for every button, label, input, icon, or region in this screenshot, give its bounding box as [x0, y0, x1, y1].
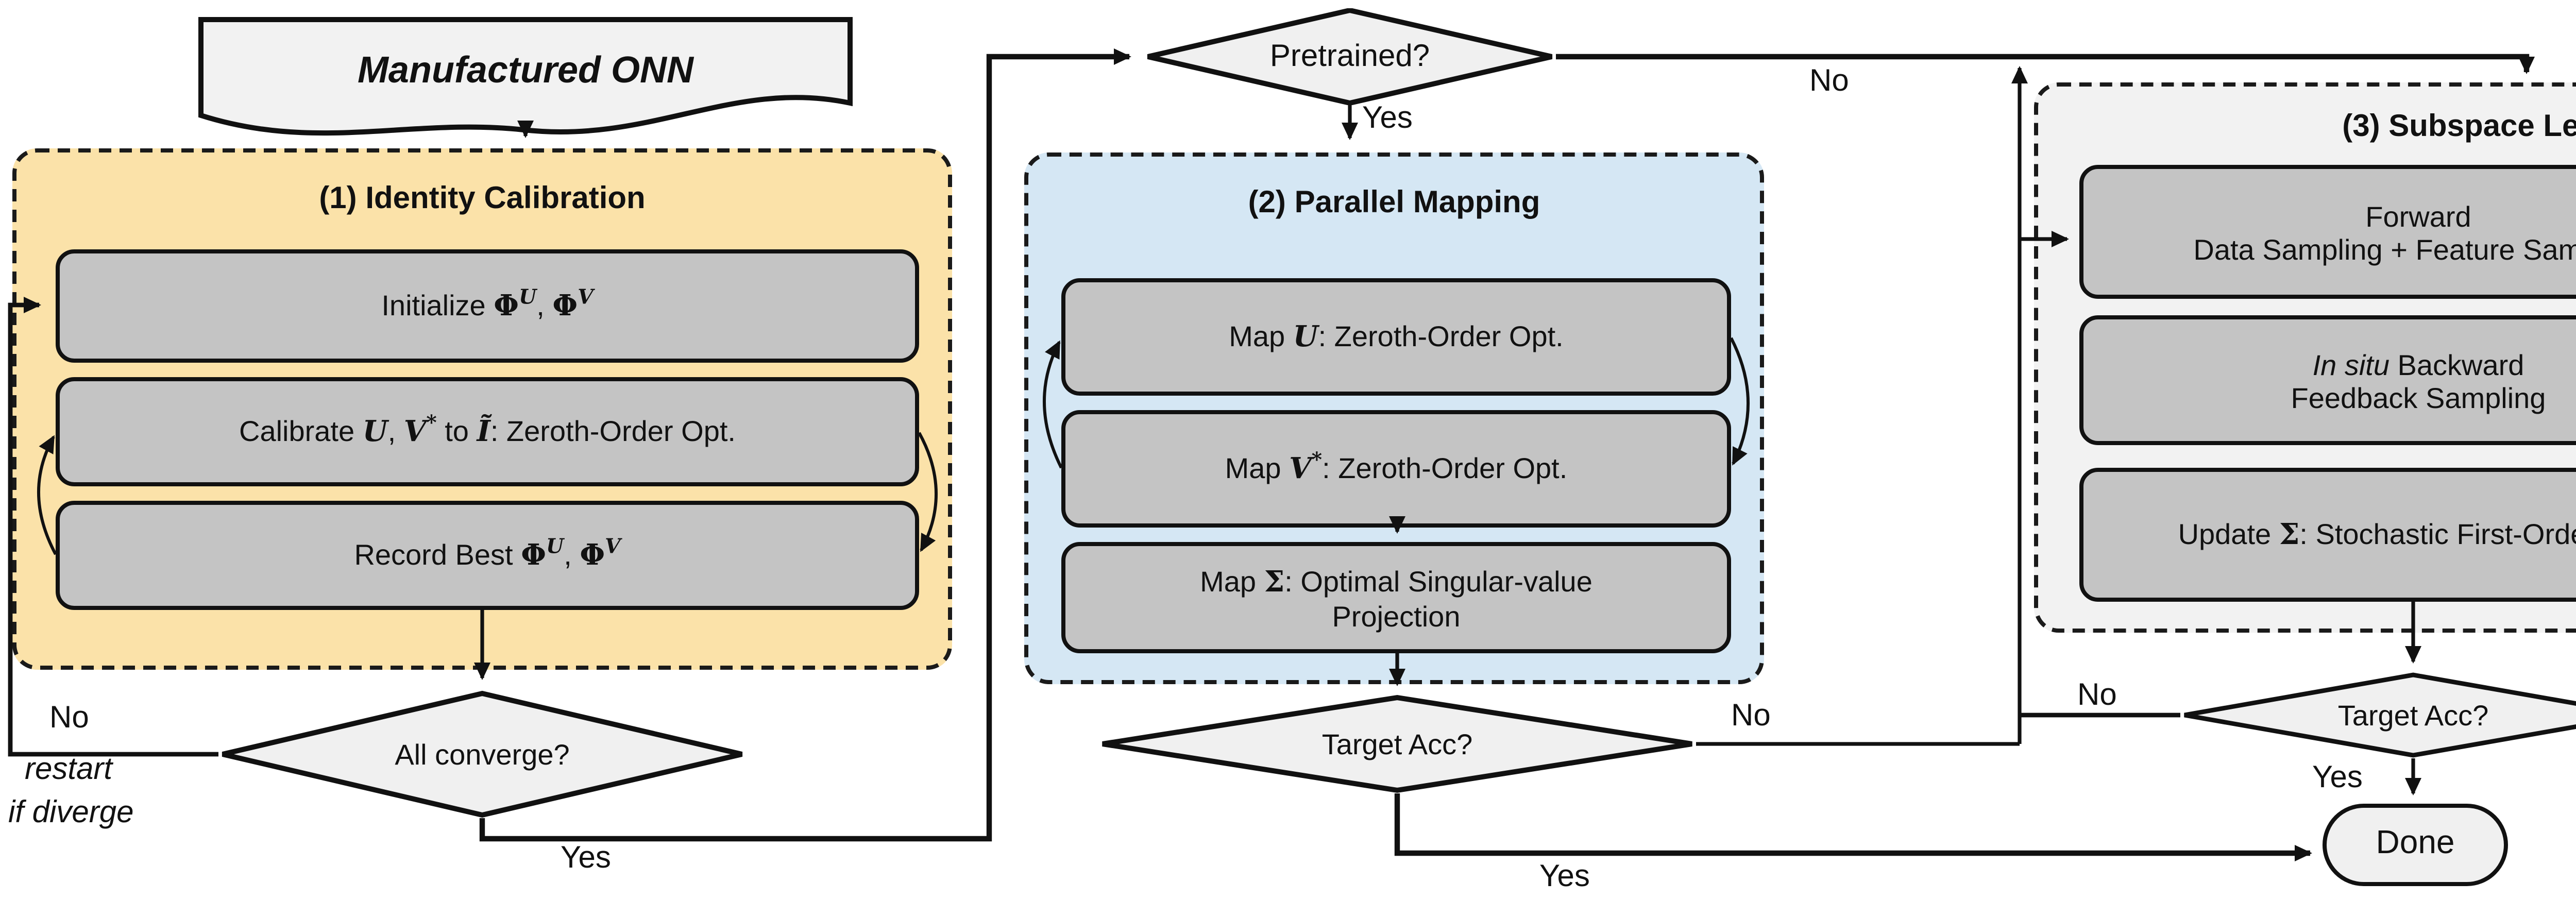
target-acc-right-label: Target Acc? [2337, 699, 2489, 732]
done-node: Done [2323, 804, 2508, 886]
edge-label-allconverge-yes: Yes [561, 841, 611, 876]
edge-label-pretrained-no: No [1809, 64, 1849, 99]
pretrained-decision: Pretrained? [1144, 8, 1556, 105]
edge-label-targetmid-no: No [1731, 699, 1771, 734]
manufactured-onn-label: Manufactured ONN [357, 48, 693, 90]
step-map-v: Map V*: Zeroth-Order Opt. [1061, 410, 1731, 528]
edge-pretrained-no [1556, 54, 2535, 74]
all-converge-decision: All converge? [218, 690, 746, 818]
edge-targetmid-yes [1394, 793, 2312, 861]
pretrained-label: Pretrained? [1269, 39, 1430, 74]
subspace-learning-title: (3) Subspace Learning [2342, 109, 2576, 144]
manufactured-onn-node: Manufactured ONN [198, 16, 853, 148]
step-update-sigma: Update Σ: Stochastic First-Order Opt. [2079, 468, 2576, 602]
target-acc-right-decision: Target Acc? [2180, 672, 2576, 758]
edge-label-restart-1: restart [25, 752, 113, 787]
target-acc-mid-decision: Target Acc? [1098, 694, 1696, 793]
edge-label-pretrained-yes: Yes [1362, 101, 1413, 136]
edge-label-targetmid-yes: Yes [1539, 859, 1590, 894]
identity-calibration-title: (1) Identity Calibration [319, 181, 646, 216]
edge-label-restart-2: if diverge [8, 795, 134, 830]
target-acc-mid-label: Target Acc? [1321, 727, 1473, 760]
step-calibrate-uv: Calibrate U, V* to Ĩ: Zeroth-Order Opt. [56, 377, 919, 486]
step-record-best-phi: Record Best ΦU, ΦV [56, 501, 919, 610]
edge-label-targetright-no: No [2077, 678, 2117, 713]
edge-label-targetright-yes: Yes [2312, 760, 2363, 795]
step-map-u: Map U: Zeroth-Order Opt. [1061, 278, 1731, 396]
parallel-mapping-title: (2) Parallel Mapping [1248, 185, 1540, 220]
all-converge-label: All converge? [395, 738, 570, 771]
step-initialize-phi: Initialize ΦU, ΦV [56, 249, 919, 363]
edge-label-allconverge-no: No [49, 701, 89, 736]
